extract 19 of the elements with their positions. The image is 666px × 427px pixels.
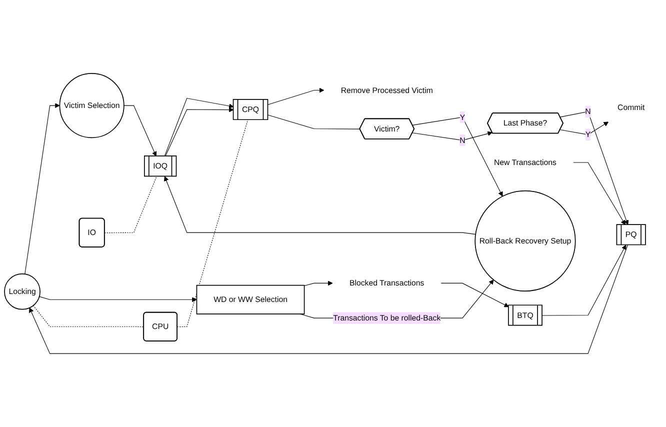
arrow bbox=[164, 98, 234, 156]
arrow bbox=[39, 296, 197, 302]
arrow bbox=[573, 162, 626, 226]
connector bbox=[104, 176, 157, 234]
arrow bbox=[124, 105, 157, 156]
arrow bbox=[412, 131, 492, 141]
connector bbox=[177, 120, 248, 328]
arrow bbox=[24, 103, 60, 274]
arrow bbox=[412, 116, 503, 196]
arrow bbox=[542, 244, 626, 316]
arrow bbox=[560, 111, 629, 226]
arrow bbox=[268, 88, 324, 105]
arrow bbox=[165, 107, 234, 156]
arrow bbox=[164, 176, 476, 235]
arrow bbox=[29, 244, 628, 354]
arrow bbox=[304, 280, 333, 286]
connector bbox=[268, 114, 360, 130]
arrow bbox=[560, 122, 609, 135]
arrow bbox=[440, 282, 509, 308]
